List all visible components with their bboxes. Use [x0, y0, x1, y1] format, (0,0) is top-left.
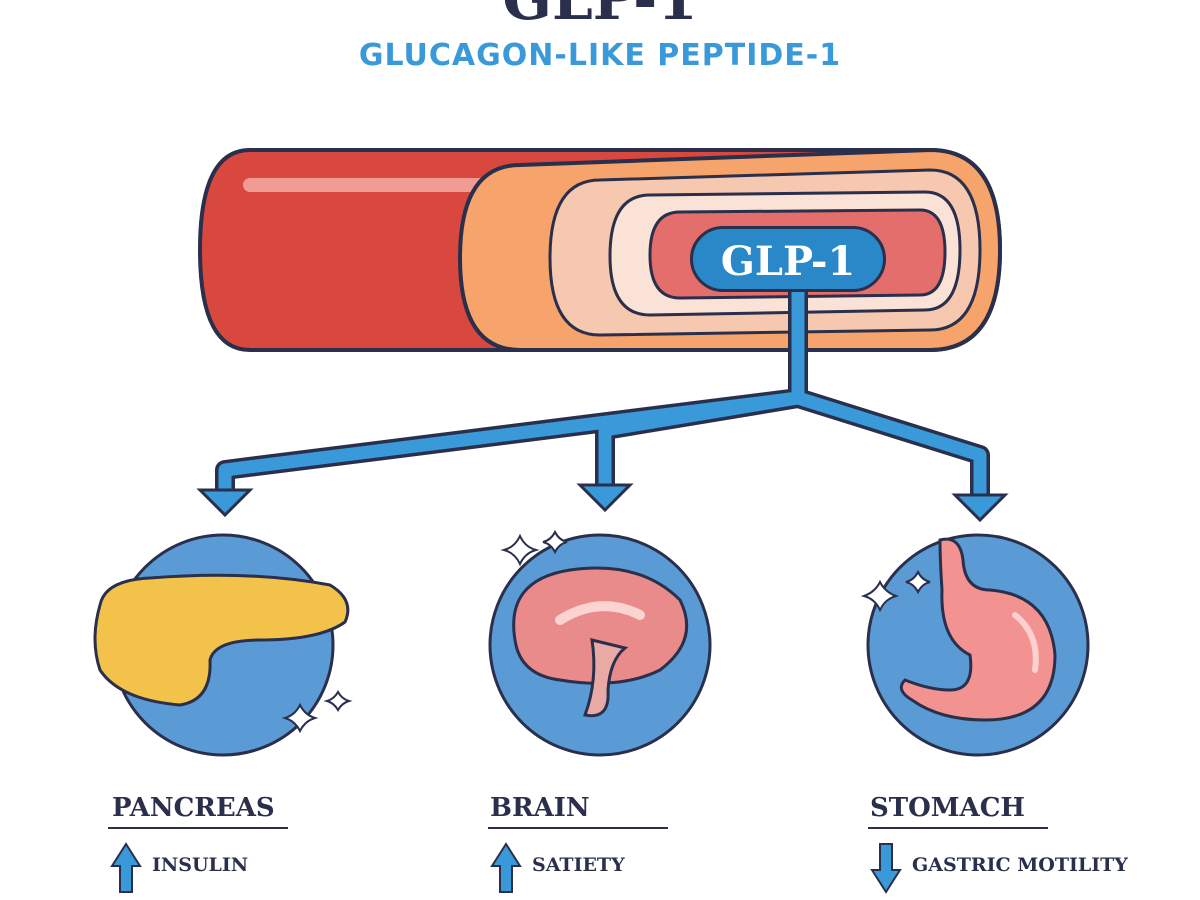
arrow-up-icon	[490, 842, 522, 893]
diagram-title: GLP-1	[0, 0, 1200, 28]
diagram-subtitle: GLUCAGON-LIKE PEPTIDE-1	[358, 38, 842, 73]
stomach-underline	[868, 827, 1048, 829]
sparkle-icon	[281, 702, 319, 734]
sparkle-icon	[905, 569, 931, 595]
pancreas-illustration	[93, 573, 350, 707]
arrow-heads	[196, 483, 1009, 523]
sparkle-icon	[500, 533, 540, 567]
brain-underline	[488, 827, 668, 829]
pancreas-underline	[108, 827, 288, 829]
sparkle-icons	[281, 529, 931, 734]
arrow-up-icon	[110, 842, 142, 893]
arrowhead-brain	[576, 483, 634, 513]
sparkle-icon	[323, 689, 353, 713]
brain-effect: SATIETY	[532, 854, 625, 876]
stomach-effect: GASTRIC MOTILITY	[912, 854, 1128, 876]
pancreas-effect: INSULIN	[152, 854, 249, 876]
effect-arrows	[110, 842, 902, 894]
sparkle-icon	[542, 529, 568, 555]
sparkle-icon	[860, 579, 900, 613]
brain-label: BRAIN	[490, 793, 590, 823]
pancreas-label: PANCREAS	[112, 793, 275, 823]
stomach-label: STOMACH	[870, 793, 1025, 823]
arrowhead-stomach	[951, 493, 1009, 523]
arrowhead-pancreas	[196, 488, 254, 518]
arrow-down-icon	[870, 843, 902, 894]
stomach-illustration	[899, 537, 1057, 722]
glp1-badge: GLP-1	[690, 226, 886, 292]
brain-illustration	[512, 566, 689, 718]
distribution-arrows	[215, 282, 990, 510]
